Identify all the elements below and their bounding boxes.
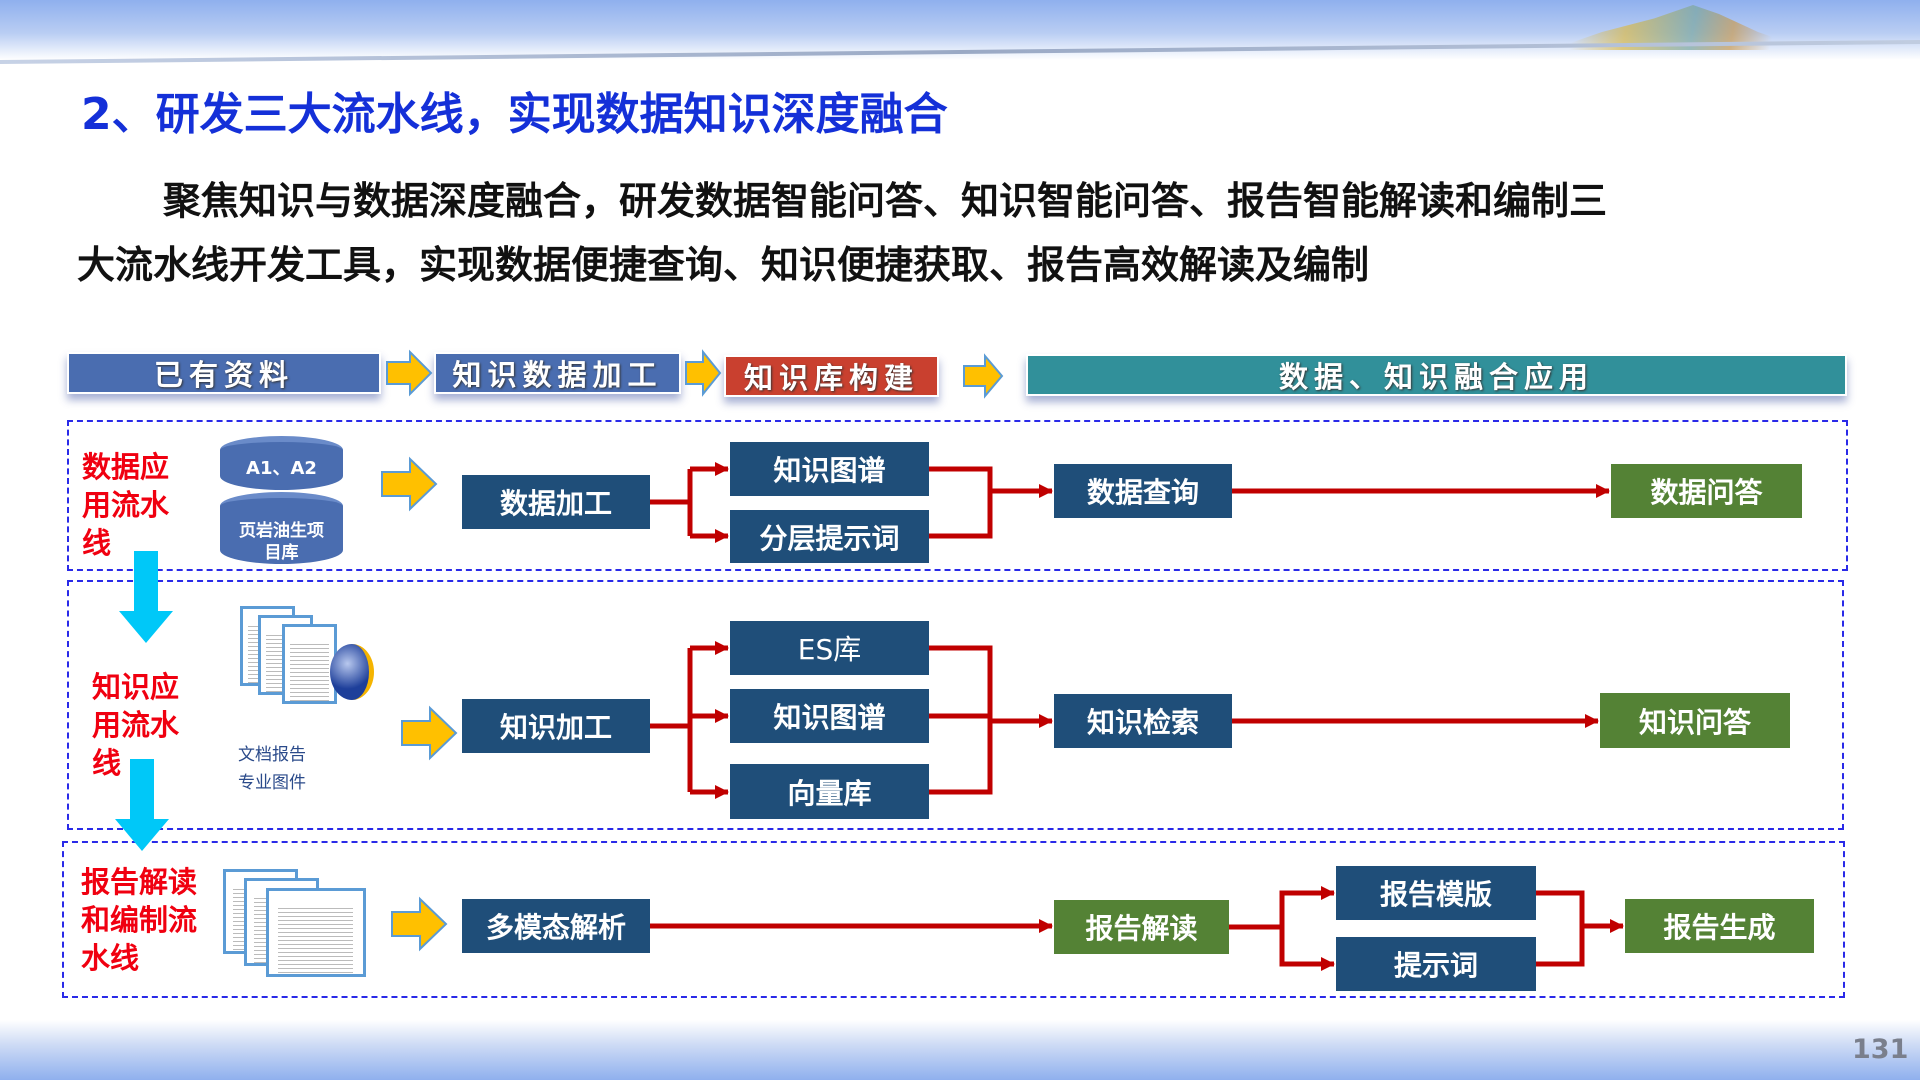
database-a1-a2-icon: A1、A2 xyxy=(220,436,343,490)
data-qa-box: 数据问答 xyxy=(1611,464,1802,518)
yellow-arrow-icon xyxy=(963,353,1004,399)
header-knowledge-data-processing: 知识数据加工 xyxy=(434,352,681,394)
knowledge-pipeline-label: 知识应用流水线 xyxy=(92,670,180,780)
yellow-arrow-icon xyxy=(685,349,722,397)
document-icon xyxy=(282,624,337,704)
report-interpretation-box: 报告解读 xyxy=(1054,900,1229,954)
report-pipeline-label: 报告解读和编制流水线 xyxy=(81,865,198,975)
data-query-box: 数据查询 xyxy=(1054,464,1232,518)
report-template-box: 报告模版 xyxy=(1336,866,1536,920)
es-library-box: ES库 xyxy=(730,621,929,675)
header-fusion-application: 数据、知识融合应用 xyxy=(1026,354,1847,396)
vector-library-box: 向量库 xyxy=(730,764,929,819)
data-pipeline-frame xyxy=(67,420,1848,571)
multimodal-parsing-box: 多模态解析 xyxy=(462,899,650,953)
prompt-box: 提示词 xyxy=(1336,937,1536,991)
intro-line-1: 聚焦知识与数据深度融合，研发数据智能问答、知识智能问答、报告智能解读和编制三 xyxy=(163,179,1608,223)
yellow-arrow-icon xyxy=(386,349,433,397)
intro-line-2: 大流水线开发工具，实现数据便捷查询、知识便捷获取、报告高效解读及编制 xyxy=(77,243,1370,287)
knowledge-graph-box: 知识图谱 xyxy=(730,442,929,496)
down-arrow-icon xyxy=(119,551,173,643)
header-kb-construction: 知识库构建 xyxy=(724,355,939,397)
knowledge-pipeline-frame xyxy=(67,580,1844,830)
knowledge-graph-box: 知识图谱 xyxy=(730,689,929,743)
document-icon xyxy=(266,888,366,977)
yellow-arrow-icon xyxy=(401,705,458,761)
data-pipeline-label: 数据应用流水线 xyxy=(82,450,170,560)
slide-title: 2、研发三大流水线，实现数据知识深度融合 xyxy=(81,89,948,140)
header-existing-data: 已有资料 xyxy=(67,352,381,394)
layered-prompt-box: 分层提示词 xyxy=(730,510,929,563)
knowledge-retrieval-box: 知识检索 xyxy=(1054,694,1232,748)
data-processing-box: 数据加工 xyxy=(462,475,650,529)
knowledge-processing-box: 知识加工 xyxy=(462,699,650,753)
down-arrow-icon xyxy=(115,759,169,851)
globe-logo-icon xyxy=(330,644,374,700)
bottom-banner xyxy=(0,1020,1920,1080)
source-docs-label: 文档报告 xyxy=(238,745,306,765)
knowledge-qa-box: 知识问答 xyxy=(1600,693,1790,748)
report-generation-box: 报告生成 xyxy=(1625,899,1814,953)
yellow-arrow-icon xyxy=(391,896,448,952)
source-maps-label: 专业图件 xyxy=(238,773,306,793)
yellow-arrow-icon xyxy=(381,456,438,512)
database-project-library-icon: 页岩油生项目库 xyxy=(220,492,343,564)
report-pipeline-frame xyxy=(62,841,1845,998)
page-number: 131 xyxy=(1852,1034,1909,1065)
